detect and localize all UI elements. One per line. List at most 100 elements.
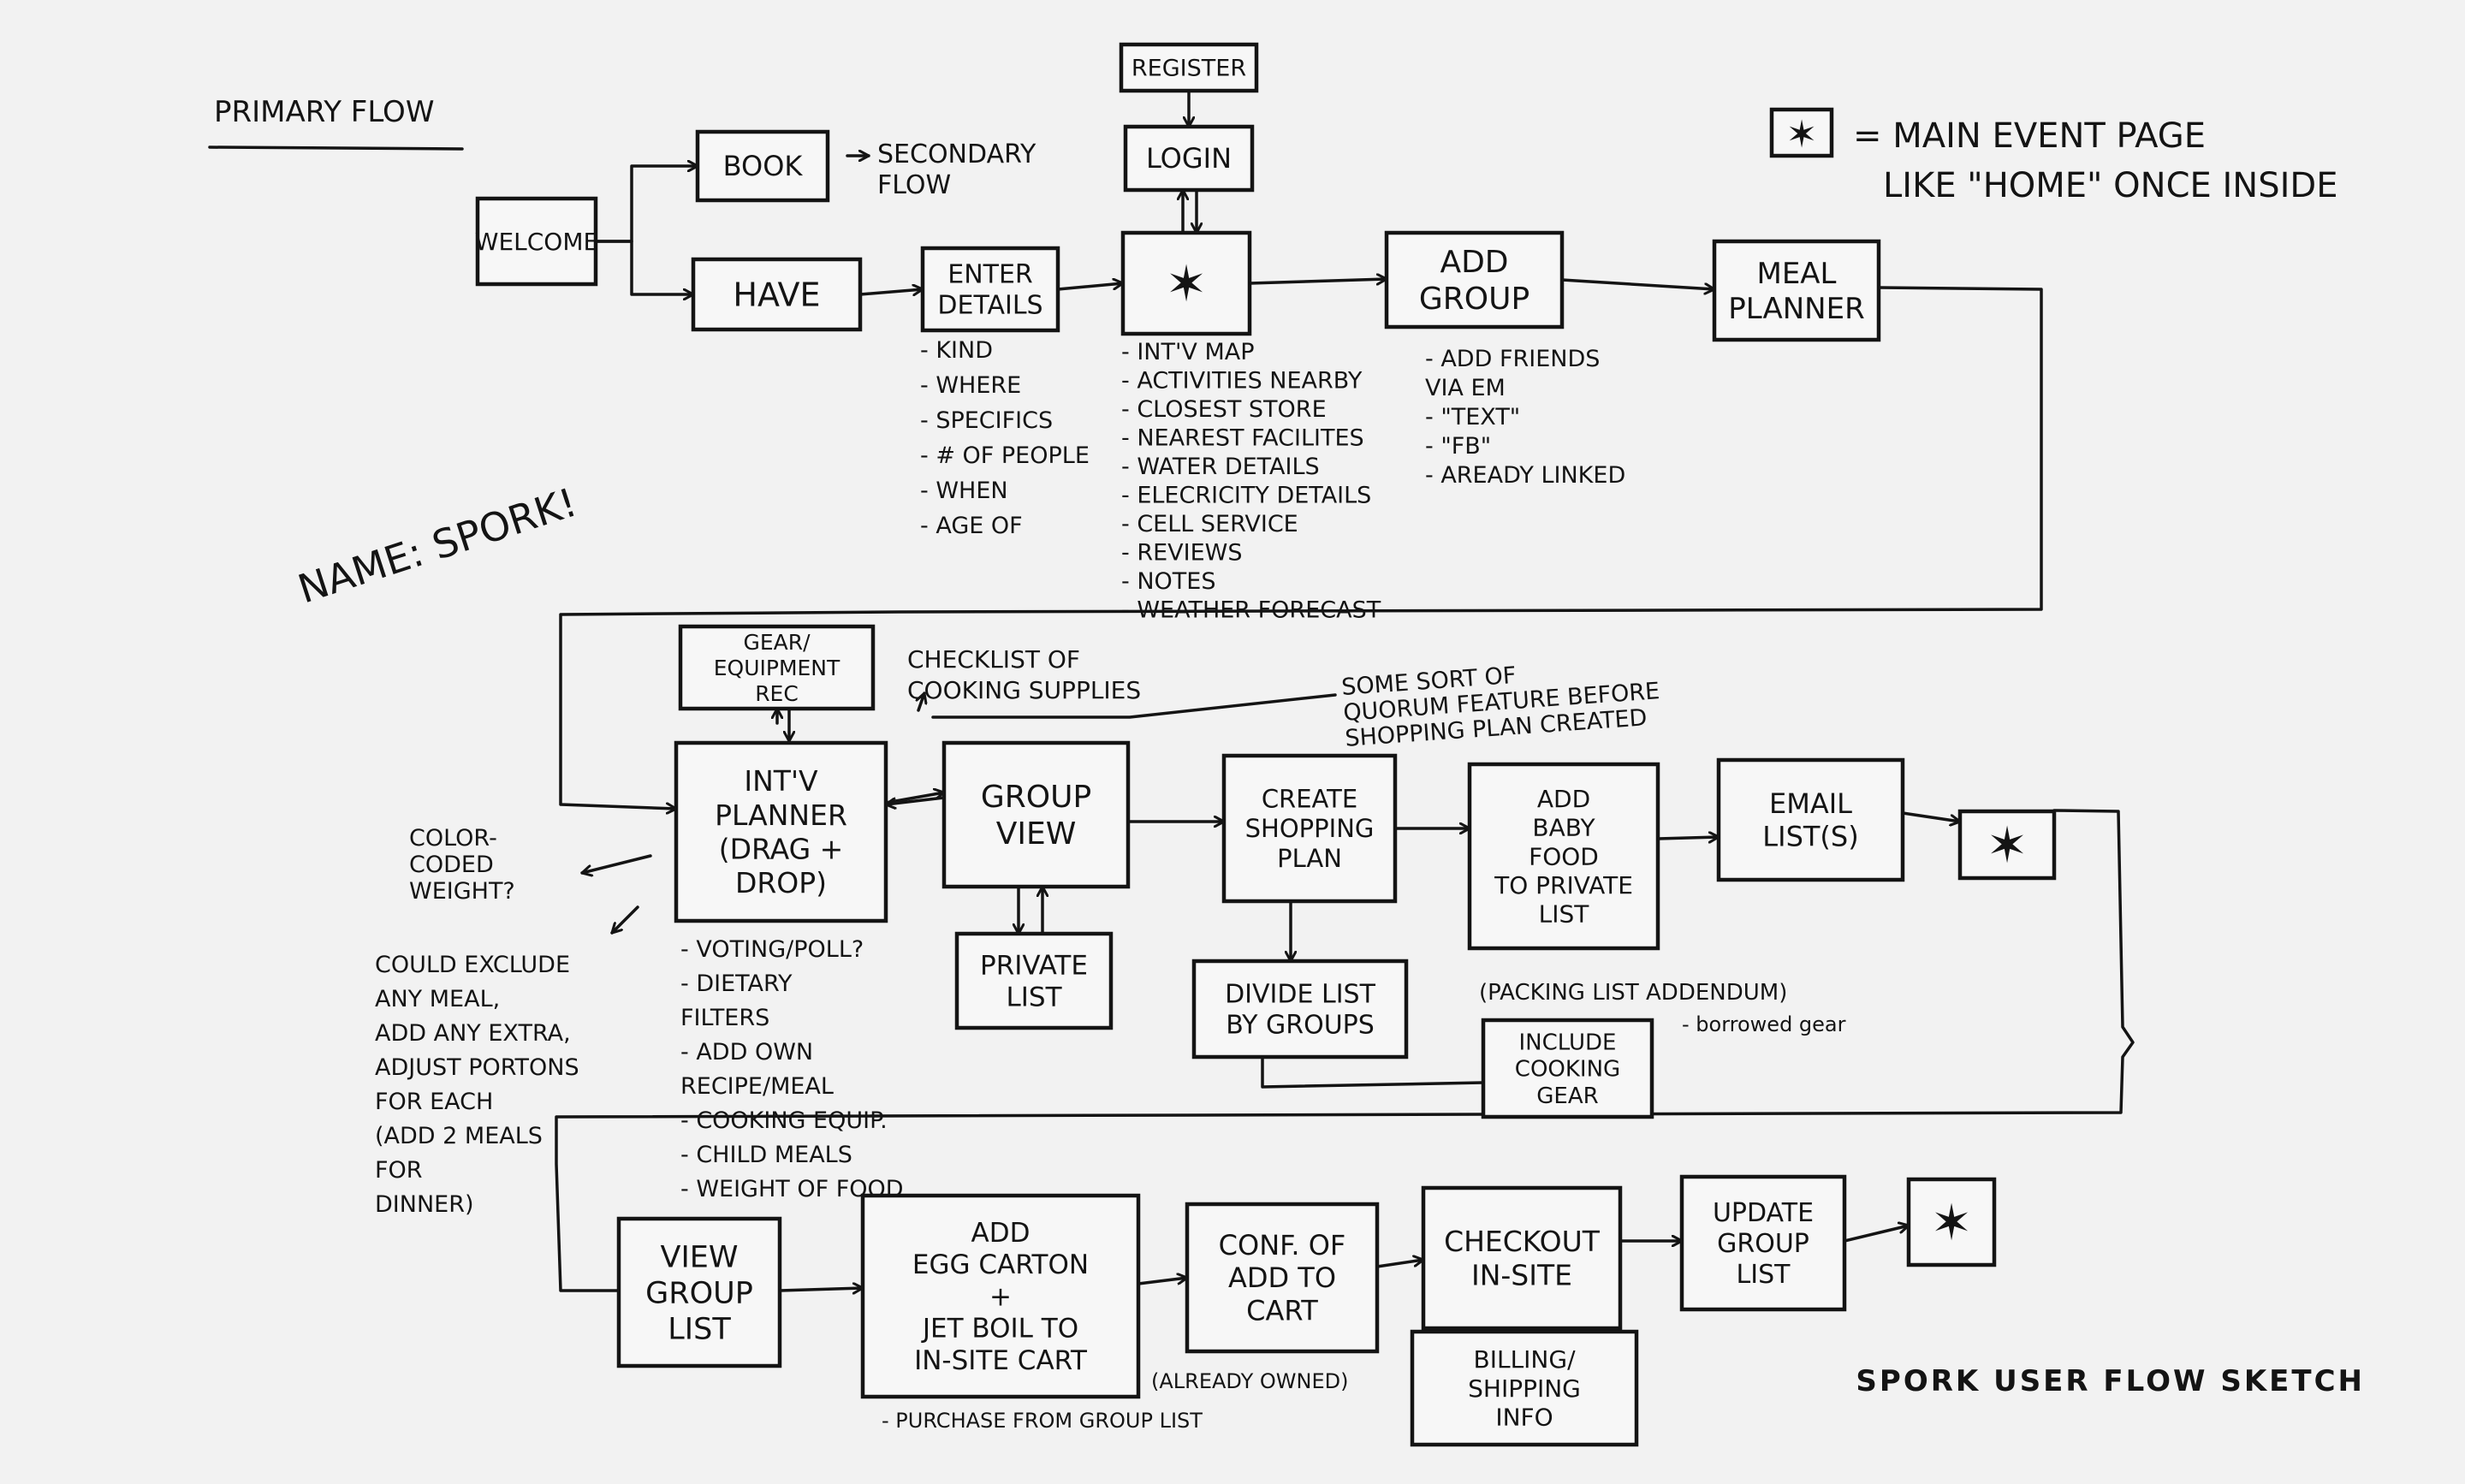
enter-details-list-line: - WHERE [920, 372, 1021, 399]
planner-features-list-line: RECIPE/MEAL [680, 1073, 834, 1100]
node-label: REGISTER [1132, 55, 1246, 81]
node-label: PLANNER [1728, 292, 1864, 326]
node-label: REC [755, 681, 799, 706]
already-owned-note: (ALREADY OWNED) [1151, 1369, 1348, 1393]
could-exclude-note-line: ADD ANY EXTRA, [375, 1020, 571, 1047]
node-label: CART [1246, 1295, 1318, 1327]
enter-details-list-line: - # OF PEOPLE [920, 442, 1090, 469]
connector [1560, 278, 1716, 289]
node-box [1185, 1202, 1380, 1354]
enter-details-list-line: - SPECIFICS [920, 407, 1053, 434]
node-label: PLAN [1277, 844, 1342, 873]
node-label: LIST(S) [1762, 820, 1858, 852]
node-box [1123, 124, 1255, 193]
node-label: + [989, 1281, 1012, 1312]
node-box [941, 740, 1131, 889]
node-box [674, 740, 888, 923]
packing-list-note: (PACKING LIST ADDENDUM) [1479, 980, 1787, 1006]
node-label: IN-SITE [1471, 1258, 1572, 1291]
node-label: (DRAG + [719, 832, 844, 865]
node-box [695, 129, 830, 203]
checklist-cooking-note-line: COOKING SUPPLIES [907, 676, 1141, 704]
purchase-from-group-note-line: - PURCHASE FROM GROUP LIST [882, 1409, 1203, 1433]
node-label: LIST [1539, 900, 1590, 929]
node-label: CONF. OF [1219, 1229, 1346, 1261]
event-details-list-line: - WEATHER FORECAST [1121, 597, 1381, 624]
could-exclude-note-line: FOR EACH [375, 1089, 493, 1115]
color-coded-note-line: CODED [409, 852, 494, 878]
node-label: MEAL [1756, 257, 1836, 291]
checklist-cooking-note-line: CHECKLIST OF [907, 645, 1080, 674]
borrowed-gear-note: - borrowed gear [1682, 1012, 1846, 1036]
connector [1137, 1278, 1189, 1285]
node-box [1384, 230, 1565, 329]
color-coded-note-line: WEIGHT? [409, 878, 515, 905]
node-label: LOGIN [1146, 142, 1232, 175]
connector [778, 1288, 864, 1291]
planner-features-list-line: - VOTING/POLL? [680, 936, 864, 963]
node-label: ADD TO [1228, 1261, 1336, 1294]
borrowed-gear-note-line: - borrowed gear [1682, 1012, 1846, 1036]
legend-box [1769, 107, 1834, 158]
node-label: CREATE [1262, 784, 1357, 813]
node-have: HAVE [691, 257, 863, 332]
node-box [1712, 239, 1881, 342]
connector [918, 692, 924, 712]
connector [1656, 837, 1720, 839]
add-group-list-line: - "FB" [1425, 433, 1491, 460]
planner-features-list-line: - CHILD MEALS [680, 1142, 852, 1168]
node-label: ✶ [1987, 816, 2028, 874]
node-box [1481, 1018, 1654, 1119]
node-label: ADD [971, 1218, 1031, 1249]
connector [858, 289, 924, 294]
planner-features-list-line: FILTERS [680, 1005, 769, 1031]
node-box [678, 624, 876, 711]
node-box [1679, 1174, 1847, 1312]
title-text: PRIMARY FLOW [214, 95, 434, 129]
connector [1901, 811, 1962, 822]
node-box [920, 246, 1060, 333]
node-label: ADD [1440, 245, 1508, 280]
node-welcome: WELCOME [475, 196, 598, 287]
connector [1843, 1226, 1910, 1243]
node-label: BY GROUPS [1226, 1011, 1375, 1041]
secondary-flow-note-line: SECONDARY [877, 139, 1036, 169]
node-box [1410, 1329, 1639, 1447]
node-label: IN-SITE CART [914, 1345, 1088, 1376]
name-note: NAME: SPORK! [293, 479, 583, 613]
node-label: BILLING/ [1474, 1345, 1577, 1374]
connector [1248, 279, 1388, 283]
node-label: COOKING [1515, 1057, 1620, 1083]
add-group-list-line: - ADD FRIENDS [1425, 346, 1600, 372]
page-title: PRIMARY FLOW [208, 95, 464, 151]
node-label: INT'V [744, 764, 818, 798]
could-exclude-note-line: ADJUST PORTONS [375, 1054, 579, 1081]
flow-boxes: WELCOMEBOOKHAVEENTERDETAILSREGISTERLOGIN… [475, 42, 2057, 1447]
node-box [691, 257, 863, 332]
node-box [1716, 757, 1905, 882]
node-label: VIEW [661, 1240, 739, 1274]
connector [1056, 283, 1125, 291]
add-group-list-line: - AREADY LINKED [1425, 462, 1625, 489]
event-details-list-line: - NOTES [1121, 568, 1215, 595]
node-label: BOOK [723, 150, 804, 182]
title-underline [208, 145, 464, 151]
node-box [1119, 42, 1259, 93]
node-box [1221, 753, 1398, 904]
connectors [555, 89, 2135, 1291]
